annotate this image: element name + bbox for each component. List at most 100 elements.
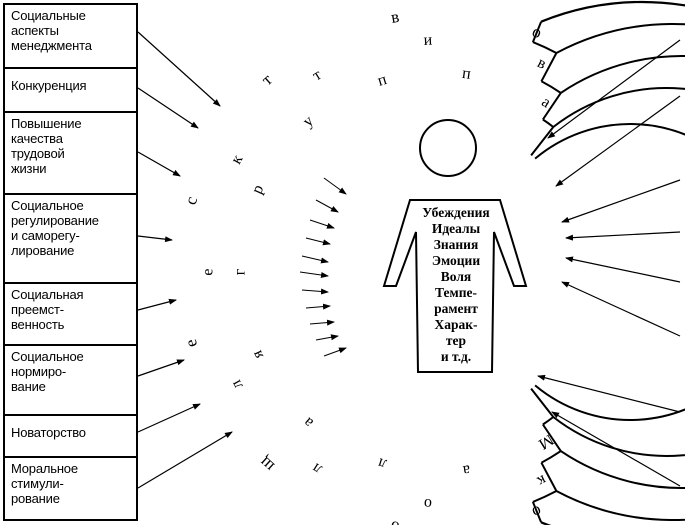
ring-letter: о (530, 21, 545, 42)
incoming-arrows-right (537, 39, 681, 487)
ring-letter: п (461, 65, 472, 83)
influence-arrow (323, 347, 347, 357)
person-body (382, 199, 528, 373)
factor-box-line: регулирование (11, 213, 99, 228)
person-trait: Знания (433, 237, 479, 252)
ring-end-cap (542, 92, 562, 121)
ring-end-cap (530, 126, 555, 157)
influence-arrow (309, 219, 335, 229)
factor-box: Конкуренция (5, 69, 136, 113)
person-silhouette (382, 119, 528, 373)
ring-step (540, 80, 562, 94)
ring-letter: и (423, 32, 433, 49)
influence-arrow (315, 199, 339, 213)
factor-box-line: Социальное (11, 349, 84, 364)
factor-box-line: нормиро- (11, 364, 67, 379)
ring-end-cap (542, 423, 562, 452)
influence-arrow (137, 431, 233, 489)
influence-arrow (299, 271, 329, 278)
influence-arrow (301, 255, 329, 264)
ring-letter: я (248, 347, 267, 361)
person-trait: Харак- (434, 317, 478, 332)
factor-box-line: Социальные (11, 8, 86, 23)
influence-arrow (565, 256, 681, 283)
influence-arrow (137, 31, 221, 107)
ring-letter: о (530, 502, 545, 523)
person-trait: и т.д. (440, 349, 472, 364)
influence-arrow (565, 231, 681, 241)
factor-box-line: Конкуренция (11, 78, 87, 93)
influence-arrow (305, 303, 331, 310)
factor-box-line: Повышение (11, 116, 82, 131)
ring-letter: у (300, 112, 317, 130)
ring-letter: е (181, 337, 201, 349)
factor-box-line: лирование (11, 243, 75, 258)
factor-box-line: аспекты (11, 23, 59, 38)
ring-step (532, 490, 557, 503)
influence-arrow (551, 411, 681, 487)
ring-letter: т (310, 66, 325, 84)
factor-box-line: венность (11, 317, 65, 332)
ring-letter: е (200, 268, 217, 275)
factor-box-line: трудовой (11, 146, 65, 161)
ring-letter: л (376, 454, 389, 473)
factor-box-line: и саморегу- (11, 228, 80, 243)
influence-arrow (561, 179, 681, 223)
person-trait: Темпе- (435, 285, 477, 300)
factor-box-line: менеджмента (11, 38, 92, 53)
influence-arrow (137, 235, 173, 243)
ring-letter: к (228, 152, 247, 167)
ring-arc (552, 87, 685, 457)
ring-arc (534, 123, 685, 421)
person-trait: рамент (434, 301, 478, 316)
influence-arrow (561, 281, 681, 337)
ring-letter: в (389, 7, 400, 27)
factor-box-line: стимули- (11, 476, 64, 491)
ring-letter: М (535, 431, 556, 453)
ring-arc (555, 23, 685, 521)
influence-arrow (137, 359, 185, 377)
ring-letter: а (462, 461, 471, 479)
influence-arrow (537, 374, 681, 413)
factor-box: Новаторство (5, 416, 136, 458)
ring-letter: с (181, 194, 201, 207)
influence-arrow (555, 95, 681, 187)
ring-arc (540, 0, 685, 525)
influence-arrow (137, 298, 177, 311)
person-trait: тер (445, 333, 467, 348)
influence-arrow (309, 319, 335, 326)
ring-arc (560, 55, 685, 489)
ring-step (542, 118, 554, 128)
person-trait: Воля (440, 269, 472, 284)
factor-box-line: жизни (11, 161, 47, 176)
factor-box-line: преемст- (11, 302, 64, 317)
person-trait: Убеждения (422, 205, 490, 220)
incoming-arrows-left (137, 31, 233, 489)
person-trait: Идеалы (431, 221, 481, 236)
ring-letter: р (249, 182, 268, 196)
factor-box-line: Моральное (11, 461, 78, 476)
influence-arrow (137, 87, 199, 129)
ring-step (532, 41, 557, 54)
ring-letter: т (258, 70, 277, 89)
ring-letter: л (309, 459, 325, 478)
influence-arrow (323, 177, 347, 195)
ring-letter: г (232, 268, 249, 275)
factor-box-line: Социальная (11, 287, 84, 302)
person-trait: Эмоции (431, 253, 481, 268)
influence-arrow (315, 334, 339, 341)
ring-letter: щ (255, 453, 277, 476)
ring-letter: о (423, 495, 432, 512)
ring-end-cap (540, 52, 558, 82)
ring-letter: б (389, 517, 401, 525)
factor-box-line: качества (11, 131, 63, 146)
factor-box-line: рование (11, 491, 60, 506)
